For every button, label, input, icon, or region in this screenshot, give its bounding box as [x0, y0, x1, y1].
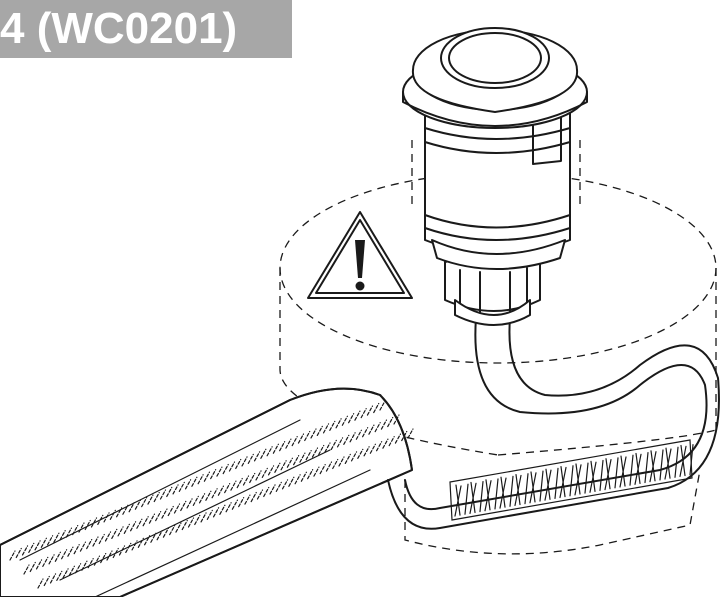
hex-nut	[444, 255, 541, 326]
part-number-label: 4 (WC0201)	[0, 0, 292, 58]
button-body	[411, 99, 581, 270]
part-number-text: 4 (WC0201)	[0, 4, 238, 53]
air-button[interactable]	[402, 27, 588, 129]
exclamation-triangle-icon	[355, 240, 365, 278]
air-tube	[387, 317, 720, 530]
warning-triangle	[307, 211, 413, 299]
flexible-hose	[0, 387, 414, 597]
